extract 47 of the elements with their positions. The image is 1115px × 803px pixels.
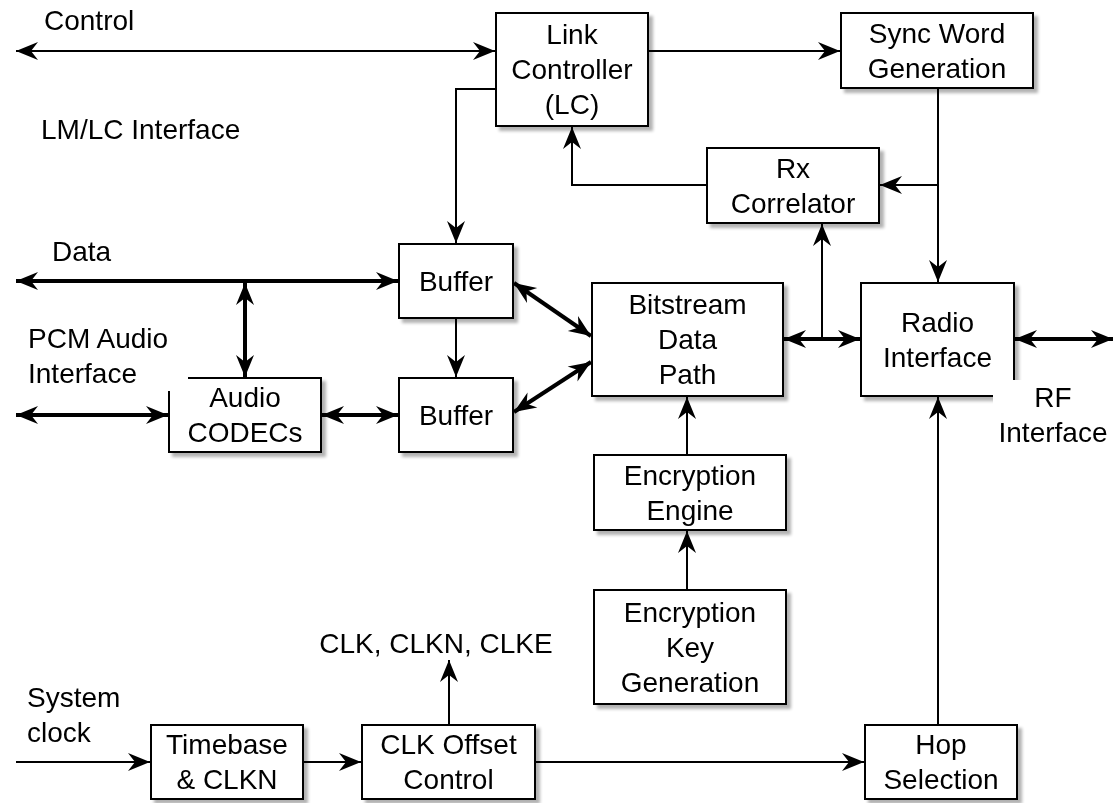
arrow [322, 406, 398, 424]
box-label: Timebase & CLKN [165, 728, 289, 797]
box-label: Buffer [418, 398, 494, 433]
arrow [16, 272, 398, 290]
arrow [879, 88, 939, 194]
arrow [678, 396, 696, 455]
arrow [784, 330, 860, 348]
process-box [361, 724, 536, 800]
box-label: Radio Interface [882, 305, 993, 375]
box-label: Hop Selection [882, 728, 1000, 797]
process-box [706, 147, 880, 224]
process-box [398, 243, 514, 319]
box-label: Encryption Key Generation [619, 595, 761, 700]
interface-label: LM/LC Interface [41, 113, 241, 147]
arrow [929, 396, 947, 725]
process-box [840, 12, 1034, 89]
process-box [495, 12, 649, 127]
box-label: Audio CODECs [186, 381, 304, 450]
process-box [150, 724, 304, 800]
arrow [648, 42, 841, 60]
arrow [303, 753, 362, 771]
arrow [678, 530, 696, 590]
arrow [15, 42, 496, 60]
process-box [168, 377, 322, 453]
process-box [860, 282, 1015, 397]
box-label: CLK Offset Control [379, 728, 518, 797]
arrow [16, 406, 168, 424]
process-box [398, 377, 514, 453]
box-label: Link Controller (LC) [510, 18, 634, 122]
arrow [236, 283, 254, 377]
process-box [593, 454, 787, 531]
arrow [15, 753, 151, 771]
box-label: Buffer [418, 264, 494, 299]
arrow [447, 88, 496, 244]
box-label: Rx Correlator [729, 151, 857, 221]
process-box [591, 282, 784, 397]
box-label: Encryption Engine [622, 458, 758, 528]
signal-label: CLK, CLKN, CLKE [319, 626, 553, 661]
arrow [440, 659, 458, 725]
arrow [535, 753, 865, 771]
box-label: Sync Word Generation [866, 16, 1008, 86]
box-label: Bitstream Data Path [627, 288, 748, 392]
arrow [1015, 330, 1113, 348]
arrow [563, 126, 707, 186]
arrow [447, 318, 465, 378]
process-box [864, 724, 1018, 800]
process-box [593, 589, 787, 705]
